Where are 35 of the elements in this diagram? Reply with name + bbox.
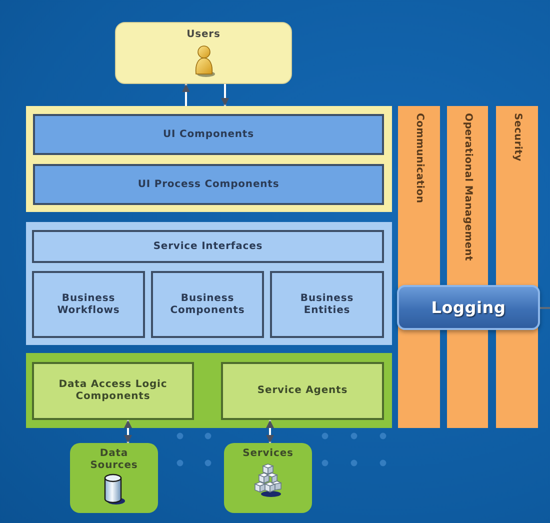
layer-panel [26,106,392,212]
layer-panel [26,222,392,345]
component-box [32,362,194,420]
node-label: Users [186,29,220,41]
resource-box [70,443,158,513]
node-label: Business Entities [299,292,355,316]
node-label: Data Sources [89,448,139,472]
arrow [124,420,132,443]
node-label: UI Process Components [138,178,280,190]
component-box [32,230,384,263]
arrow [266,420,274,443]
component-box [32,271,145,338]
node-label: UI Components [163,128,254,140]
node-label: Data Access Logic Components [58,379,168,403]
node-label: Service Agents [257,385,348,397]
connector-line [540,307,550,309]
logging-banner [397,285,540,330]
component-box [33,164,384,205]
node-label: Security [511,113,523,162]
component-box [221,362,384,420]
arrow [182,84,190,106]
node-label: Operational Management [462,113,474,261]
component-box [270,271,384,338]
node-label: Communication [413,113,425,204]
node-label: Services [242,448,294,460]
component-box [151,271,264,338]
node-label: Business Components [169,292,246,316]
resource-box [224,443,312,513]
node-label: Logging [431,298,506,318]
arrow [221,84,229,106]
node-label: Service Interfaces [153,240,263,252]
actor-box [115,22,292,84]
layer-panel [26,353,392,428]
component-box [33,114,384,155]
node-label: Business Workflows [56,292,121,316]
